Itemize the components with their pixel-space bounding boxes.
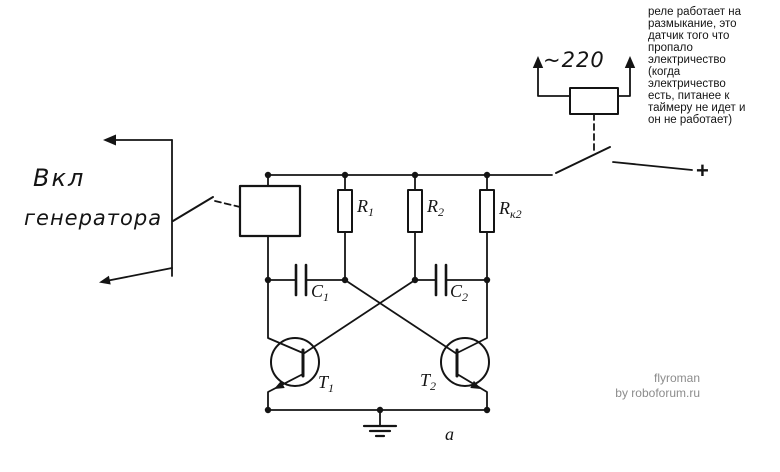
junction-dot: [483, 276, 491, 284]
mains-relay-assembly: [532, 56, 693, 174]
junction-dot: [376, 406, 384, 414]
label-c2-name: C: [450, 281, 463, 301]
caption-vkl: Вкл: [33, 164, 86, 192]
label-t1: T1: [318, 372, 335, 395]
caption-generatora: генератора: [24, 206, 163, 230]
up-arrow-icon: [532, 56, 544, 68]
label-c1-name: C: [311, 281, 324, 301]
transistor-t2: [440, 279, 490, 411]
label-r2: R2: [427, 196, 444, 219]
transistor-body: [440, 337, 490, 387]
capacitor-c2: [414, 263, 488, 297]
resistor-r1: [337, 174, 353, 281]
emitter-arrow-icon: [470, 380, 481, 389]
transistor-t1: [267, 279, 320, 411]
multivibrator-circuit: [238, 171, 553, 438]
generator-switch-assembly: [99, 134, 241, 285]
junction-dots: [264, 171, 491, 414]
mains-relay-box: [569, 87, 619, 115]
junction-dot: [341, 276, 349, 284]
junction-dot: [264, 171, 272, 179]
label-t1-name: T: [318, 372, 329, 392]
relay-note-text: реле работает на размыкание, это датчик …: [648, 6, 746, 126]
label-t1-sub: 1: [328, 381, 335, 395]
label-rk2: Rк2: [499, 198, 522, 221]
label-c1-sub: 1: [323, 290, 330, 304]
wire: [537, 62, 571, 97]
wire: [612, 161, 693, 171]
resistor-body: [479, 189, 495, 233]
label-c2: C2: [450, 281, 469, 304]
transistor-body: [270, 337, 320, 387]
emitter-arrow-icon: [274, 380, 285, 389]
junction-dot: [483, 406, 491, 414]
up-arrow-icon: [624, 56, 636, 68]
label-r1-sub: 1: [368, 205, 374, 219]
generator-switch-box: [238, 184, 302, 238]
label-t2: T2: [420, 370, 437, 393]
relay-contact-lever: [555, 146, 611, 174]
junction-dot: [264, 406, 272, 414]
junction-dot: [264, 276, 272, 284]
label-r2-sub: 2: [438, 205, 444, 219]
label-r2-name: R: [427, 196, 438, 216]
resistor-body: [337, 189, 353, 233]
emitter-wire: [456, 373, 488, 411]
left-arrow-icon: [103, 134, 116, 146]
junction-dot: [341, 171, 349, 179]
cross-coupling-wire: [344, 279, 458, 355]
label-t2-name: T: [420, 370, 431, 390]
emitter-wire: [267, 373, 304, 411]
left-arrow-icon: [99, 275, 111, 285]
figure-letter: а: [445, 424, 454, 444]
collector-wire: [267, 279, 304, 354]
wire: [617, 62, 631, 97]
ground-symbol: [362, 409, 398, 438]
junction-dot: [411, 171, 419, 179]
label-c2-sub: 2: [462, 290, 469, 304]
switch-lever: [172, 196, 214, 222]
label-t2-sub: 2: [430, 379, 437, 393]
wire: [105, 267, 173, 282]
watermark-text: flyroman by roboforum.ru: [615, 371, 700, 400]
plus-terminal-label: +: [696, 158, 709, 183]
resistor-r2: [407, 174, 423, 281]
junction-dot: [411, 276, 419, 284]
cross-coupling-wire: [302, 279, 416, 355]
label-rk2-sub: к2: [510, 207, 522, 221]
collector-wire: [456, 279, 488, 354]
mechanical-link-dashed: [214, 200, 241, 208]
label-r1: R1: [357, 196, 374, 219]
mains-voltage-label: ~220: [543, 48, 605, 72]
capacitor-c1: [267, 263, 346, 297]
resistor-body: [407, 189, 423, 233]
label-c1: C1: [311, 281, 330, 304]
label-rk2-name: R: [499, 198, 510, 218]
resistor-rk2: [479, 174, 495, 281]
label-r1-name: R: [357, 196, 368, 216]
junction-dot: [483, 171, 491, 179]
